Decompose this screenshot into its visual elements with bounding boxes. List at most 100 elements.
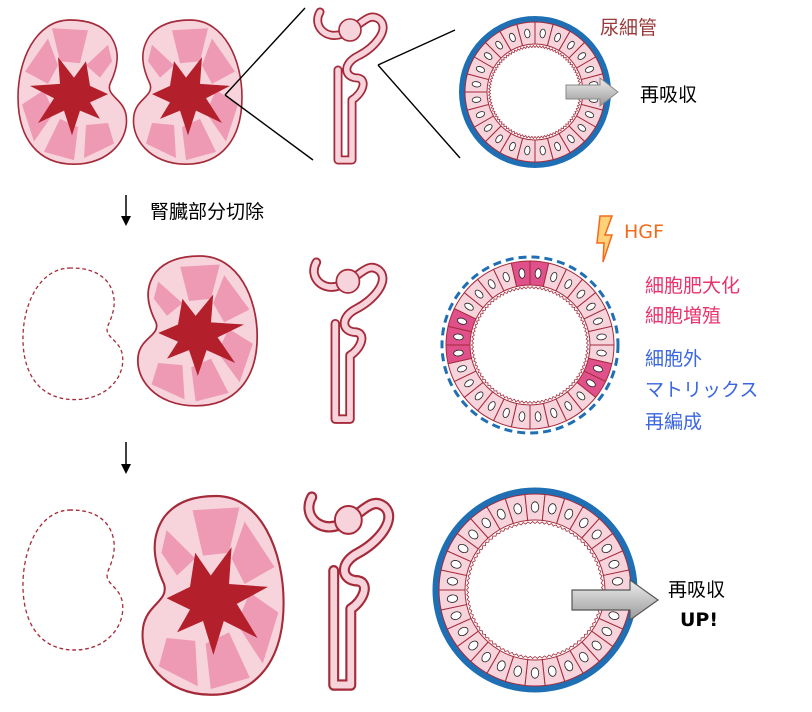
cell-nucleus bbox=[464, 302, 474, 311]
cell-nucleus bbox=[471, 81, 482, 88]
cell-nucleus bbox=[586, 379, 596, 388]
cell-nucleus bbox=[457, 365, 468, 373]
cell-nucleus bbox=[601, 543, 613, 554]
reabsorption-arrow bbox=[565, 76, 619, 108]
tubule-cross-section-normal bbox=[459, 16, 611, 168]
reabsorption-up-label-2: UP! bbox=[680, 609, 718, 631]
partial-nephrectomy-label: 腎臓部分切除 bbox=[150, 201, 264, 223]
cell-nucleus bbox=[475, 111, 486, 118]
cell-nucleus bbox=[509, 32, 516, 43]
reabsorption-up-arrow bbox=[571, 578, 660, 622]
lumen-brush-border bbox=[465, 521, 605, 659]
cell-nucleus bbox=[567, 40, 575, 50]
cell-nucleus bbox=[524, 145, 531, 156]
cell-nucleus bbox=[471, 96, 482, 103]
nephron-3 bbox=[309, 497, 389, 685]
cell-nucleus bbox=[524, 28, 531, 39]
cell-nucleus bbox=[591, 529, 602, 540]
cell-nucleus bbox=[502, 407, 510, 418]
cell-nucleus bbox=[513, 665, 522, 677]
cell-nucleus bbox=[596, 349, 607, 357]
ecm-label-2: マトリックス bbox=[645, 379, 758, 401]
cell-nucleus bbox=[496, 508, 506, 520]
cell-nucleus bbox=[608, 560, 620, 569]
nephron-1 bbox=[318, 12, 383, 160]
cell-nucleus bbox=[601, 626, 613, 637]
cell-nucleus bbox=[534, 411, 542, 422]
cell-nucleus bbox=[584, 111, 595, 118]
cell-nucleus bbox=[554, 32, 561, 43]
cell-nucleus bbox=[464, 379, 474, 388]
tubule-cross-section-remodeling bbox=[440, 255, 620, 435]
cell-nucleus bbox=[550, 407, 558, 418]
cell-nucleus bbox=[567, 134, 575, 144]
cell-nucleus bbox=[453, 349, 464, 357]
ecm-label-3: 再編成 bbox=[645, 411, 702, 433]
cell-nucleus bbox=[564, 508, 574, 520]
cell-nucleus bbox=[579, 652, 589, 663]
cell-nucleus bbox=[592, 365, 603, 373]
cell-nucleus bbox=[513, 503, 522, 515]
cell-nucleus bbox=[468, 529, 479, 540]
cell-nucleus bbox=[457, 317, 468, 325]
zoom-lines bbox=[224, 7, 461, 161]
cell-nucleus bbox=[534, 268, 542, 279]
cell-nucleus bbox=[518, 268, 526, 279]
cell-nucleus bbox=[554, 141, 561, 152]
hypertrophy-label: 細胞肥大化 bbox=[645, 275, 740, 297]
cell-nucleus bbox=[576, 391, 586, 401]
cell-nucleus bbox=[483, 52, 493, 60]
cell-nucleus bbox=[481, 517, 491, 528]
lumen-brush-border bbox=[487, 44, 583, 140]
cell-nucleus bbox=[487, 279, 496, 289]
cell-nucleus bbox=[475, 66, 486, 73]
cell-nucleus bbox=[591, 640, 602, 651]
cell-nucleus bbox=[468, 640, 479, 651]
down-arrow-2 bbox=[121, 442, 131, 474]
cell-nucleus bbox=[576, 289, 586, 299]
cell-nucleus bbox=[592, 317, 603, 325]
cell-nucleus bbox=[564, 401, 573, 411]
cell-nucleus bbox=[577, 52, 587, 60]
cell-nucleus bbox=[450, 560, 462, 569]
cell-nucleus bbox=[457, 626, 469, 637]
cell-nucleus bbox=[474, 391, 484, 401]
ecm-label-1: 細胞外 bbox=[645, 348, 702, 370]
lightning-icon bbox=[596, 215, 614, 263]
cell-nucleus bbox=[564, 660, 574, 672]
cell-nucleus bbox=[579, 517, 589, 528]
cell-nucleus bbox=[474, 289, 484, 299]
cell-nucleus bbox=[548, 503, 557, 515]
cell-nucleus bbox=[548, 665, 557, 677]
cell-nucleus bbox=[539, 145, 546, 156]
cell-nucleus bbox=[457, 543, 469, 554]
cell-nucleus bbox=[539, 28, 546, 39]
proliferation-label: 細胞増殖 bbox=[645, 305, 721, 327]
cell-nucleus bbox=[446, 577, 459, 586]
cell-nucleus bbox=[586, 302, 596, 311]
cell-nucleus bbox=[518, 411, 526, 422]
reabsorption-up-label-1: 再吸収 bbox=[668, 579, 725, 601]
cell-nucleus bbox=[530, 501, 540, 513]
cell-nucleus bbox=[509, 141, 516, 152]
cell-nucleus bbox=[596, 333, 607, 341]
down-arrow-1 bbox=[121, 195, 131, 226]
reabsorption-label: 再吸収 bbox=[640, 84, 697, 106]
lumen-brush-border bbox=[470, 285, 590, 405]
remaining-kidney bbox=[136, 255, 259, 407]
right-kidney bbox=[132, 19, 243, 166]
basement-membrane bbox=[440, 255, 620, 435]
removed-kidney-outline bbox=[22, 267, 124, 401]
cell-nucleus bbox=[483, 124, 493, 132]
hgf-label: HGF bbox=[624, 221, 664, 243]
cell-nucleus bbox=[481, 652, 491, 663]
enlarged-kidney bbox=[141, 494, 285, 696]
cell-nucleus bbox=[502, 272, 510, 283]
cell-nucleus bbox=[611, 577, 624, 586]
cell-nucleus bbox=[446, 594, 459, 603]
cell-nucleus bbox=[577, 124, 587, 132]
cell-nucleus bbox=[550, 272, 558, 283]
cell-nucleus bbox=[584, 66, 595, 73]
cell-nucleus bbox=[564, 279, 573, 289]
